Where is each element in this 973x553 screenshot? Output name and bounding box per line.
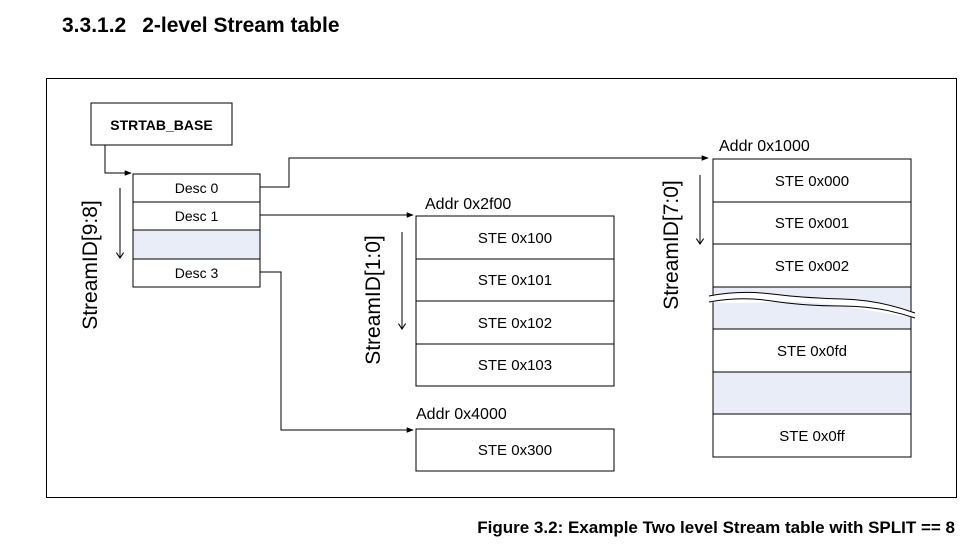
ste-row-label: STE 0x0fd — [777, 343, 847, 360]
strtab-base-box: STRTAB_BASE — [90, 102, 233, 146]
section-number: 3.3.1.2 — [62, 14, 127, 37]
l1-descriptor-table: Desc 0 Desc 1 Desc 3 — [132, 173, 261, 288]
l1-empty-row — [132, 229, 261, 260]
l2-table-0x1000: STE 0x000 STE 0x001 STE 0x002 STE 0x0fd … — [708, 158, 916, 458]
ste-row-label: STE 0x0ff — [779, 428, 845, 445]
l2-1000-empty-row — [712, 371, 912, 415]
l1-streamid-label: StreamID[9:8] — [79, 200, 102, 330]
base-to-l1-arrow — [104, 145, 132, 176]
l2-table-0x2f00: STE 0x100 STE 0x101 STE 0x102 STE 0x103 — [415, 215, 615, 387]
figure-frame — [46, 78, 957, 498]
strtab-base-label: STRTAB_BASE — [110, 117, 212, 133]
ste-row-label: STE 0x002 — [775, 258, 849, 275]
section-title: 2-level Stream table — [142, 14, 340, 37]
table-break-mark — [709, 292, 915, 318]
l1-row-label: Desc 1 — [175, 208, 219, 224]
l2-2f00-streamid-label: StreamID[1:0] — [362, 235, 385, 365]
figure-caption: Figure 3.2: Example Two level Stream tab… — [477, 518, 955, 537]
desc3-to-0x4000-arrow — [260, 271, 414, 433]
l1-row-label: Desc 0 — [175, 180, 219, 196]
l2-1000-streamid-label: StreamID[7:0] — [660, 180, 683, 310]
l1-row-label: Desc 3 — [175, 265, 219, 281]
ste-row-label: STE 0x000 — [775, 173, 849, 190]
addr-0x1000-label: Addr 0x1000 — [719, 138, 810, 155]
addr-0x2f00-label: Addr 0x2f00 — [425, 196, 511, 213]
ste-row-label: STE 0x101 — [478, 272, 552, 289]
ste-row-label: STE 0x300 — [478, 442, 552, 459]
addr-0x4000-label: Addr 0x4000 — [416, 406, 507, 423]
desc0-to-0x1000-arrow — [260, 155, 709, 188]
ste-row-label: STE 0x001 — [775, 215, 849, 232]
ste-row-label: STE 0x103 — [478, 357, 552, 374]
section-heading: 3.3.1.2 2-level Stream table — [62, 14, 340, 38]
ste-row-label: STE 0x100 — [478, 230, 552, 247]
ste-row-label: STE 0x102 — [478, 315, 552, 332]
l2-table-0x4000: STE 0x300 — [415, 428, 615, 472]
